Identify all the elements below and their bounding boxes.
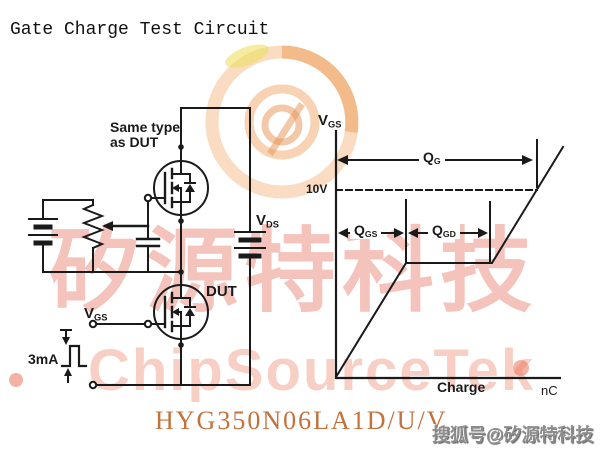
vds-sub: DS <box>266 219 279 230</box>
vgs-base: V <box>84 305 95 322</box>
vds-base: V <box>256 212 267 229</box>
same-type-line1: Same type <box>110 119 181 135</box>
qg-label: QG <box>419 149 445 167</box>
current-pulse-symbol <box>60 329 88 383</box>
qgs-sub: GS <box>364 229 378 240</box>
plot-axes <box>334 129 562 380</box>
junction-dots <box>178 144 184 348</box>
graph-vgs-base: V <box>318 112 329 129</box>
watermark-latin-text: ChipSourceTek <box>88 338 536 403</box>
qgs-label: QGS <box>350 222 382 240</box>
part-number: HYG350N06LA1D/U/V <box>155 406 448 435</box>
graph-x-axis-label: Charge <box>437 379 486 395</box>
sohu-watermark-badge: 搜狐号@矽源特科技 <box>432 425 594 445</box>
vds-label: VDS <box>256 212 279 229</box>
gate-charge-waveform-plot <box>334 129 565 380</box>
watermark-dot-left <box>9 373 23 387</box>
same-type-line2: as DUT <box>110 134 159 150</box>
gate-capacitor-symbol <box>135 200 161 273</box>
bias-battery-symbol <box>28 199 58 273</box>
vgs-input-label: VGS <box>84 305 107 322</box>
ten-volt-label: 10V <box>306 182 328 196</box>
qg-sub: G <box>433 156 441 167</box>
qgd-label: QGD <box>428 222 460 240</box>
mosfet-dut-symbol <box>143 284 209 340</box>
graph-x-axis-unit: nC <box>541 383 558 398</box>
vgs-sub: GS <box>94 312 108 323</box>
potentiometer-symbol <box>81 199 150 273</box>
dut-label: DUT <box>206 283 237 300</box>
vds-battery-symbol <box>234 231 266 259</box>
current-label: 3mA <box>28 351 59 367</box>
same-type-label: Same type as DUT <box>110 120 180 150</box>
ground-terminal <box>88 380 98 390</box>
vgs-charge-curve <box>334 145 565 379</box>
mosfet-current-source-symbol <box>143 107 209 216</box>
vgs-terminal <box>88 319 98 329</box>
qgd-base: Q <box>432 222 443 238</box>
qg-base: Q <box>423 149 434 165</box>
qgs-base: Q <box>354 222 365 238</box>
gate-charge-test-circuit-schematic <box>28 107 266 390</box>
graph-y-axis-label: VGS <box>318 112 341 129</box>
graph-vgs-sub: GS <box>328 119 342 130</box>
chipsourcetek-logo-watermark <box>205 44 359 199</box>
watermark-dot-right <box>513 360 529 376</box>
figure-title: Gate Charge Test Circuit <box>10 20 270 40</box>
qgd-sub: GD <box>442 229 456 240</box>
